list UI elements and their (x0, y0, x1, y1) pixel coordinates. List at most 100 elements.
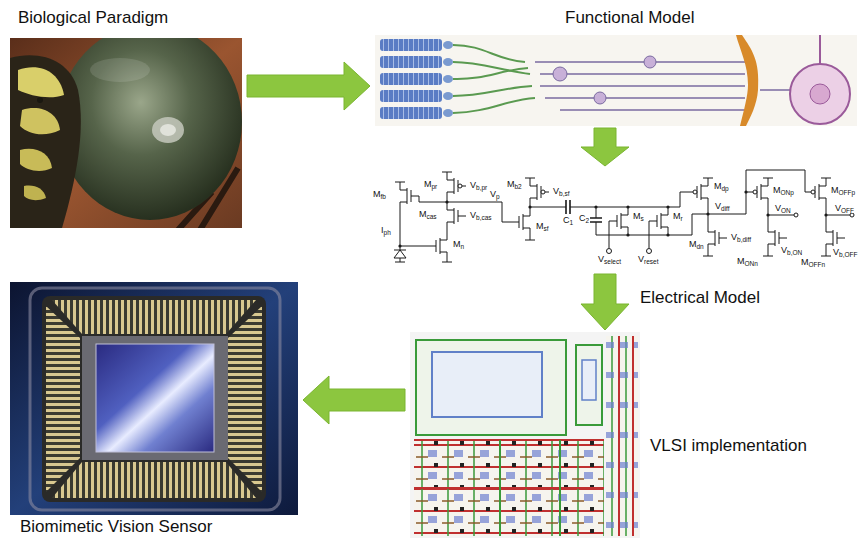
label-main: M (536, 221, 544, 231)
label-main: M (453, 239, 461, 249)
label-subscript: ONn (745, 260, 758, 267)
label-main: V (775, 203, 781, 213)
circuit-schematic-part (394, 170, 850, 262)
label-main: M (673, 211, 681, 221)
label-subscript: b2 (515, 183, 522, 190)
signal-label: Ms (632, 212, 645, 221)
circuit-schematic-part-part (596, 207, 708, 235)
vlsi-layout (410, 332, 640, 538)
signal-label: Mb2 (506, 180, 523, 189)
signal-label: Mr (672, 212, 684, 221)
circuit-schematic-part-part (744, 190, 747, 193)
retina-drawing-part (810, 84, 830, 104)
vlsi-layout-part (410, 332, 640, 538)
circuit-schematic-part-part (394, 182, 428, 262)
signal-label: Vp (489, 190, 501, 199)
retina-drawing-part (553, 56, 656, 104)
signal-label: C2 (578, 214, 590, 223)
signal-label: Mdn (688, 240, 705, 249)
circuit-schematic-part-part (794, 213, 798, 217)
circuit-schematic-part (428, 232, 447, 260)
circuit-schematic-part-part (394, 250, 406, 258)
chip-photo (10, 282, 298, 515)
dragonfly-photo-part (58, 38, 242, 220)
circuit-schematic-part (689, 178, 708, 206)
signal-label: Msf (535, 222, 550, 231)
chip-photo-part (96, 344, 214, 452)
label-subscript: OFFn (809, 261, 826, 268)
circuit-schematic-part-part (766, 213, 769, 216)
circuit-schematic-part-part (647, 249, 652, 254)
circuit-schematic-part (649, 207, 668, 235)
label-subscript: diff (721, 205, 730, 212)
figure-panel: Biomimetic Vision Sensor (10, 282, 298, 515)
retina-drawing-part-part (760, 89, 790, 91)
retina-drawing-part-part (443, 41, 453, 49)
signal-label: MONp (772, 186, 795, 195)
chip-photo-part (52, 300, 256, 334)
figure-panel: Biological Paradigm (10, 38, 242, 228)
label-main: V (638, 254, 644, 264)
circuit-schematic-part (607, 213, 855, 254)
circuit-schematic-part-part (703, 170, 807, 256)
retina-drawing-part-part (535, 61, 745, 63)
chip-photo-part (46, 306, 80, 492)
flow-arrow (581, 128, 629, 166)
circuit-schematic-part (447, 172, 466, 200)
figure-panel: Functional Model (375, 35, 857, 126)
chip-photo-part (30, 288, 280, 510)
circuit-schematic-part-part (398, 244, 401, 247)
retina-drawing-part-part (540, 85, 745, 87)
signal-label: Vb,cas (469, 211, 493, 220)
label-main: V (835, 203, 841, 213)
panel-title: Biomimetic Vision Sensor (20, 517, 212, 537)
dragonfly-photo-part (20, 108, 60, 134)
figure-panel: VLSI implementation (410, 332, 640, 538)
label-subscript: b,cas (476, 214, 492, 221)
chip-photo-part (82, 336, 228, 460)
retina-drawing-part-part (453, 98, 535, 113)
vlsi-layout-part (576, 345, 602, 425)
signal-label: Mdp (713, 182, 730, 191)
vlsi-layout-part (606, 336, 638, 536)
label-main: M (633, 211, 641, 221)
dragonfly-photo-part (18, 67, 64, 97)
signal-label: C1 (562, 216, 574, 225)
chip-photo-part (42, 296, 266, 502)
label-main: M (714, 181, 722, 191)
circuit-schematic-part (749, 178, 768, 206)
vlsi-layout-part (582, 360, 596, 400)
retina-drawing-part-part (540, 73, 745, 75)
label-subscript: reset (644, 258, 658, 265)
label-subscript: sf (544, 225, 549, 232)
circuit-schematic-part (708, 224, 727, 252)
dragonfly-photo-part (152, 117, 184, 143)
label-main: V (781, 245, 787, 255)
retina-drawing-part (736, 35, 758, 126)
circuit-schematic-part-part (566, 200, 570, 214)
dragonfly-photo-part (37, 97, 43, 103)
circuit-schematic-part-part (609, 221, 649, 248)
circuit-schematic (394, 170, 854, 262)
circuit-schematic-part-part (594, 205, 597, 208)
label-subscript: ph (384, 229, 391, 236)
panel-title: Biological Paradigm (18, 8, 168, 28)
chip-photo-part (52, 462, 256, 498)
vlsi-layout-part (416, 340, 566, 435)
circuit-schematic-part (511, 208, 530, 236)
label-subscript: fb (381, 193, 386, 200)
label-main: V (470, 210, 476, 220)
label-subscript: dn (697, 243, 704, 250)
vlsi-layout-part (414, 440, 604, 536)
label-main: M (831, 185, 839, 195)
circuit-schematic-part-part (626, 205, 629, 208)
label-main: M (373, 189, 381, 199)
label-main: C (563, 215, 570, 225)
label-main: M (689, 239, 697, 249)
label-subscript: b,ON (787, 249, 802, 256)
label-subscript: ONp (781, 189, 794, 196)
label-subscript: OFFp (839, 189, 856, 196)
retina-drawing-part (819, 35, 821, 64)
